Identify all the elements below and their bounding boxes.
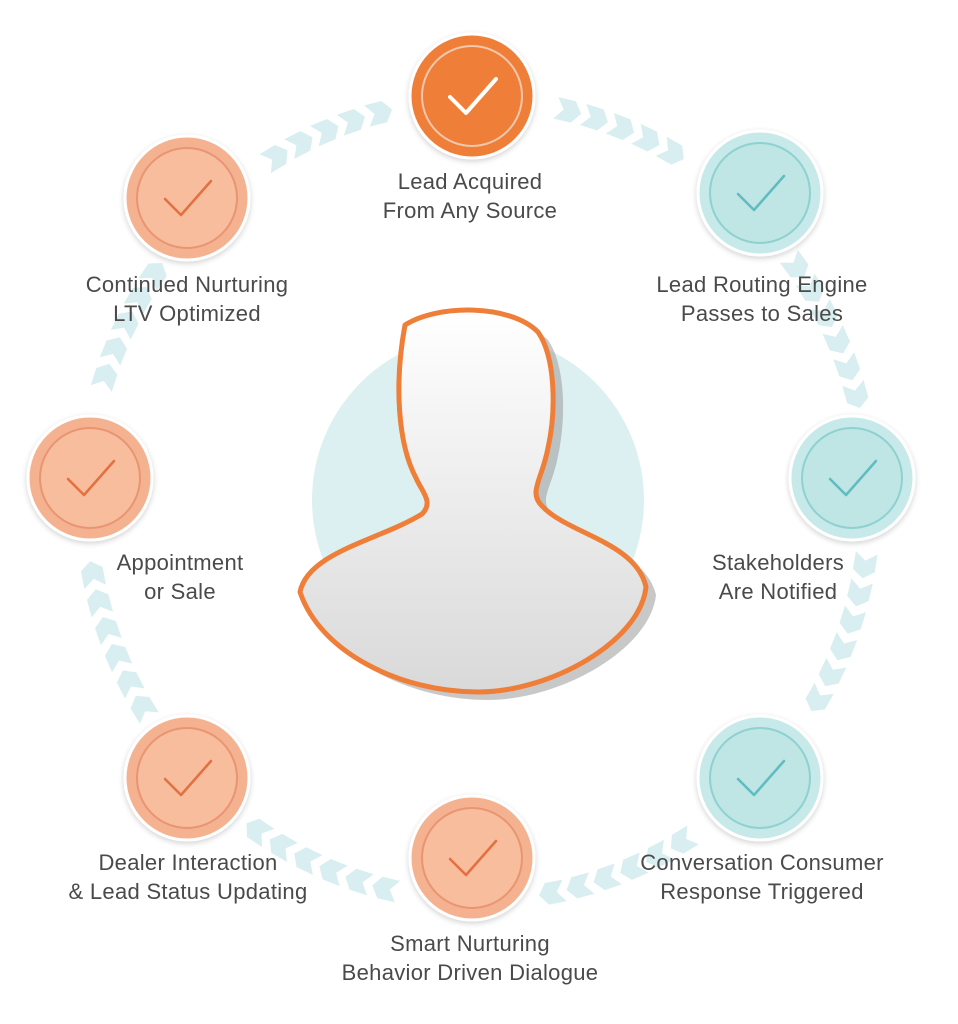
- checkmark-icon: [736, 174, 786, 212]
- chevron-arrow-icon: [605, 112, 635, 141]
- chevron-arrow-icon: [810, 298, 838, 328]
- chevron-arrow-icon: [839, 605, 866, 634]
- chevron-arrow-icon: [110, 311, 139, 340]
- step-label-line2: Are Notified: [718, 579, 838, 604]
- connector-arrows: [80, 97, 878, 905]
- chevron-arrow-icon: [795, 273, 825, 302]
- chevron-arrow-icon: [372, 876, 401, 903]
- step-label-dealer-interaction: Dealer Interaction & Lead Status Updating: [8, 848, 368, 906]
- step-marker-stakeholders-notified: [788, 414, 916, 542]
- chevron-arrow-icon: [99, 337, 127, 366]
- chevron-arrow-icon: [259, 144, 288, 174]
- step-label-line2: LTV Optimized: [113, 301, 261, 326]
- step-markers: [26, 32, 916, 922]
- chevron-arrow-icon: [822, 325, 850, 354]
- chevron-arrow-icon: [310, 119, 339, 147]
- checkmark-icon: [828, 459, 878, 497]
- step-marker-conversation-triggered: [696, 714, 824, 842]
- chevron-arrow-icon: [805, 682, 834, 711]
- chevron-arrow-icon: [779, 249, 809, 278]
- step-marker-lead-routing: [696, 129, 824, 257]
- step-label-line2: Passes to Sales: [680, 301, 844, 326]
- chevron-arrow-icon: [579, 104, 608, 131]
- step-label-line1: Lead Routing Engine: [656, 272, 868, 297]
- chevron-arrow-icon: [130, 695, 159, 724]
- chevron-arrow-icon: [123, 286, 152, 315]
- avatar: [297, 307, 656, 700]
- chevron-arrow-icon: [553, 97, 582, 123]
- step-label-line2: & Lead Status Updating: [68, 879, 308, 904]
- step-label-line2: From Any Source: [382, 198, 558, 223]
- step-label-line1: Lead Acquired: [397, 169, 543, 194]
- chevron-arrow-icon: [818, 657, 847, 687]
- chevron-arrow-icon: [631, 123, 660, 152]
- chevron-arrow-icon: [284, 131, 313, 159]
- step-marker-lead-acquired: [408, 32, 536, 160]
- chevron-arrow-icon: [319, 858, 348, 887]
- step-marker-inner: [136, 727, 238, 829]
- step-marker-continued-nurturing: [123, 134, 251, 262]
- step-label-appointment-sale: Appointment or Sale: [0, 548, 360, 606]
- checkmark-icon: [163, 179, 213, 217]
- step-label-line1: Stakeholders: [711, 550, 844, 575]
- chevron-arrow-icon: [87, 589, 113, 618]
- step-marker-appointment-sale: [26, 414, 154, 542]
- step-label-line1: Smart Nurturing: [390, 931, 550, 956]
- chevron-arrow-icon: [847, 578, 873, 607]
- step-label-line2: or Sale: [144, 579, 216, 604]
- chevron-arrow-icon: [90, 363, 118, 392]
- chevron-arrow-icon: [655, 136, 684, 165]
- step-marker-inner: [39, 427, 141, 529]
- checkmark-icon: [448, 77, 498, 115]
- checkmark-icon: [448, 839, 498, 877]
- step-label-line2: Response Triggered: [660, 879, 864, 904]
- chevron-arrow-icon: [104, 644, 133, 673]
- person-silhouette-icon: [297, 307, 649, 695]
- step-marker-smart-nurturing: [408, 794, 536, 922]
- chevron-arrow-icon: [852, 550, 878, 579]
- step-marker-dealer-interaction: [123, 714, 251, 842]
- step-label-line1: Appointment: [116, 550, 244, 575]
- checkmark-icon: [163, 759, 213, 797]
- chevron-arrow-icon: [842, 380, 869, 409]
- chevron-arrow-icon: [830, 631, 858, 661]
- step-label-line1: Continued Nurturing: [85, 272, 289, 297]
- chevron-arrow-icon: [670, 825, 699, 854]
- chevron-arrow-icon: [116, 670, 145, 699]
- chevron-arrow-icon: [645, 839, 675, 868]
- chevron-arrow-icon: [138, 263, 167, 291]
- step-marker-inner: [709, 727, 811, 829]
- step-label-line2: Behavior Driven Dialogue: [341, 960, 599, 985]
- chevron-arrow-icon: [336, 108, 365, 136]
- chevron-arrow-icon: [833, 352, 861, 381]
- chevron-arrow-icon: [364, 100, 393, 127]
- step-label-line1: Dealer Interaction: [98, 850, 278, 875]
- chevron-arrow-icon: [294, 847, 323, 875]
- step-marker-inner: [136, 147, 238, 249]
- checkmark-icon: [736, 759, 786, 797]
- chevron-arrow-icon: [620, 852, 649, 880]
- chevron-arrow-icon: [539, 879, 567, 905]
- step-marker-inner: [709, 142, 811, 244]
- step-marker-inner: [421, 45, 523, 147]
- chevron-arrow-icon: [80, 561, 106, 589]
- chevron-arrow-icon: [566, 872, 595, 899]
- checkmark-icon: [66, 459, 116, 497]
- step-marker-inner: [421, 807, 523, 909]
- chevron-arrow-icon: [269, 833, 298, 862]
- chevron-arrow-icon: [95, 616, 122, 646]
- step-label-line1: Conversation Consumer: [640, 850, 884, 875]
- chevron-arrow-icon: [593, 863, 622, 891]
- chevron-arrow-icon: [345, 868, 374, 896]
- chevron-arrow-icon: [246, 818, 275, 848]
- step-marker-inner: [801, 427, 903, 529]
